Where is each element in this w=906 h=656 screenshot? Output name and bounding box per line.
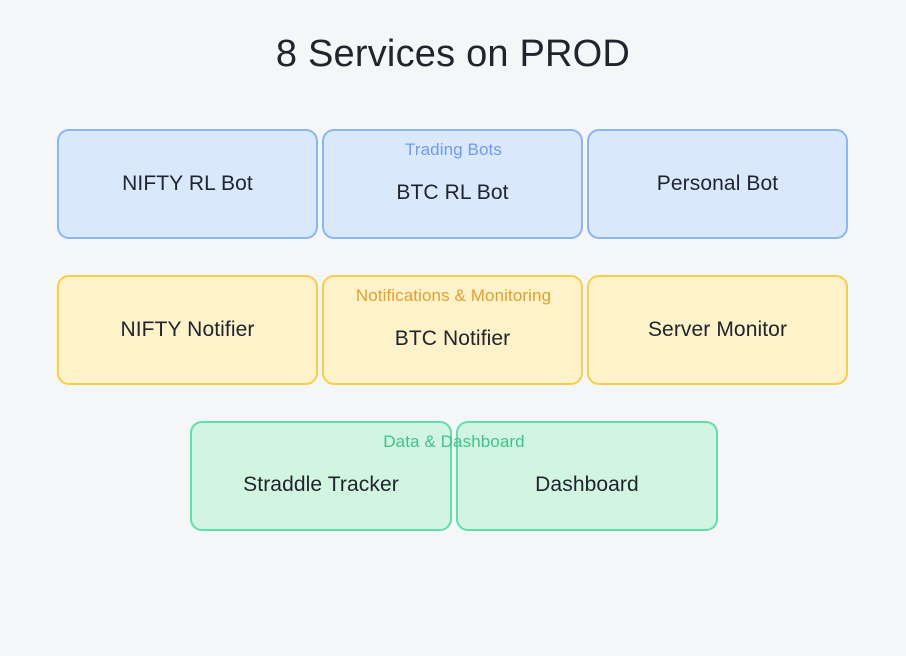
- service-node-nifty-rl-bot[interactable]: NIFTY RL Bot: [57, 129, 318, 239]
- service-node-label: Server Monitor: [647, 318, 788, 341]
- group-notifications-monitoring: NIFTY Notifier BTC Notifier Server Monit…: [57, 275, 850, 385]
- group-row: NIFTY RL Bot BTC RL Bot Personal Bot: [57, 129, 848, 239]
- service-node-personal-bot[interactable]: Personal Bot: [587, 129, 848, 239]
- service-node-server-monitor[interactable]: Server Monitor: [587, 275, 848, 385]
- group-row: NIFTY Notifier BTC Notifier Server Monit…: [57, 275, 848, 385]
- service-node-label: Personal Bot: [656, 172, 779, 195]
- service-node-label: Straddle Tracker: [243, 473, 399, 496]
- page-title: 8 Services on PROD: [275, 33, 631, 75]
- service-node-dashboard[interactable]: Dashboard: [456, 421, 718, 531]
- service-node-nifty-notifier[interactable]: NIFTY Notifier: [57, 275, 318, 385]
- service-node-btc-notifier[interactable]: BTC Notifier: [322, 275, 583, 385]
- service-node-label: BTC Notifier: [394, 327, 511, 350]
- group-data-dashboard: Straddle Tracker Dashboard Data & Dashbo…: [190, 421, 718, 531]
- service-node-label: Dashboard: [535, 473, 639, 496]
- service-node-label: BTC RL Bot: [396, 181, 509, 204]
- service-node-label: NIFTY Notifier: [120, 318, 255, 341]
- group-trading-bots: NIFTY RL Bot BTC RL Bot Personal Bot Tra…: [57, 129, 850, 239]
- service-node-label: NIFTY RL Bot: [122, 172, 253, 195]
- service-node-btc-rl-bot[interactable]: BTC RL Bot: [322, 129, 583, 239]
- service-node-straddle-tracker[interactable]: Straddle Tracker: [190, 421, 452, 531]
- group-row: Straddle Tracker Dashboard: [190, 421, 718, 531]
